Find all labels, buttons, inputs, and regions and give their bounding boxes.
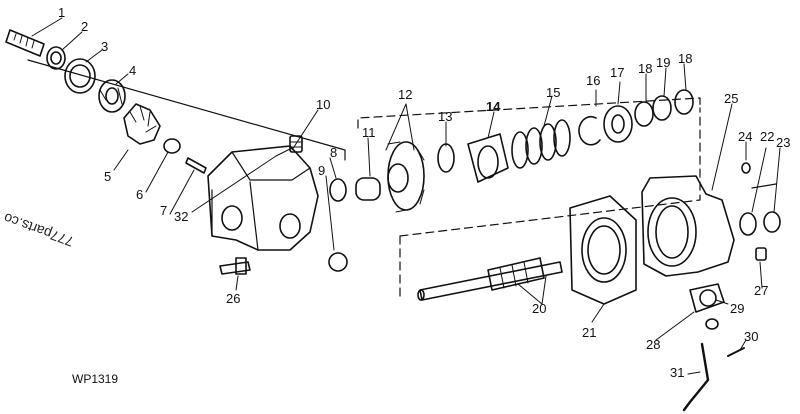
callout-14: 14 xyxy=(486,99,501,114)
callout-15: 15 xyxy=(546,85,561,100)
callout-28: 28 xyxy=(646,337,661,352)
part-17-spline-disc xyxy=(603,105,633,143)
part-26-bolt xyxy=(219,257,251,275)
part-18-washer-b xyxy=(674,89,694,115)
callout-20: 20 xyxy=(532,301,547,316)
callout-8: 8 xyxy=(330,145,338,160)
callout-16: 16 xyxy=(586,73,601,88)
part-22-bushing xyxy=(739,212,757,236)
part-16-snap-ring xyxy=(578,115,601,146)
part-28-shift-fork xyxy=(689,283,725,313)
callout-10: 10 xyxy=(316,97,331,112)
part-9-o-ring xyxy=(328,252,348,272)
callout-25: 25 xyxy=(724,91,739,106)
part-31-lever xyxy=(682,342,710,412)
part-25-housing xyxy=(641,175,735,277)
callout-4: 4 xyxy=(129,63,137,78)
part-27-plug xyxy=(755,247,767,261)
part-23-seal xyxy=(763,211,781,233)
part-24-pin xyxy=(741,162,751,174)
callout-18a: 18 xyxy=(638,61,653,76)
callout-1: 1 xyxy=(58,5,66,20)
callout-30: 30 xyxy=(744,329,759,344)
part-10-housing xyxy=(207,145,319,251)
part-8-bushing xyxy=(329,178,347,202)
part-14-collar xyxy=(467,133,509,183)
leader-lines xyxy=(31,17,781,375)
part-19-washer xyxy=(652,95,672,121)
part-22-detail xyxy=(751,183,777,189)
callout-2: 2 xyxy=(81,19,89,34)
part-3-bearing-cup xyxy=(64,58,96,94)
callout-32: 32 xyxy=(174,209,189,224)
callout-7: 7 xyxy=(160,203,168,218)
callout-18b: 18 xyxy=(678,51,693,66)
part-12-bevel-gear xyxy=(387,141,425,213)
callout-21: 21 xyxy=(582,325,597,340)
callout-29: 29 xyxy=(730,301,745,316)
callout-5: 5 xyxy=(104,169,112,184)
part-15-spring xyxy=(511,119,571,169)
part-18-washer-a xyxy=(634,101,654,127)
part-7-bolt xyxy=(185,157,207,174)
callout-22: 22 xyxy=(760,129,775,144)
part-20-output-shaft xyxy=(417,257,563,301)
lower-group-bracket xyxy=(399,107,701,301)
callout-17: 17 xyxy=(610,65,625,80)
part-13-ring xyxy=(437,143,455,173)
middle-group-bracket xyxy=(357,97,701,129)
callout-12: 12 xyxy=(398,87,413,102)
part-21-gasket xyxy=(569,195,637,305)
callout-24: 24 xyxy=(738,129,753,144)
part-4-bearing-cone xyxy=(98,79,126,113)
callout-13: 13 xyxy=(438,109,453,124)
part-6-washer xyxy=(163,138,181,154)
callout-27: 27 xyxy=(754,283,769,298)
callout-19: 19 xyxy=(656,55,671,70)
part-2-seal-ring xyxy=(46,46,66,70)
callout-26: 26 xyxy=(226,291,241,306)
callout-9: 9 xyxy=(318,163,326,178)
callout-3: 3 xyxy=(101,39,109,54)
part-1-splined-shaft xyxy=(5,29,45,57)
callout-23: 23 xyxy=(776,135,791,150)
callout-31: 31 xyxy=(670,365,685,380)
part-11-sleeve xyxy=(355,177,381,201)
upper-group-bracket xyxy=(27,59,346,161)
part-5-bevel-pinion xyxy=(123,103,161,145)
callout-6: 6 xyxy=(136,187,144,202)
figure-code: WP1319 xyxy=(72,372,119,386)
callout-11: 11 xyxy=(362,125,376,140)
part-30-pin xyxy=(727,347,745,357)
part-29-bushing xyxy=(705,318,719,330)
